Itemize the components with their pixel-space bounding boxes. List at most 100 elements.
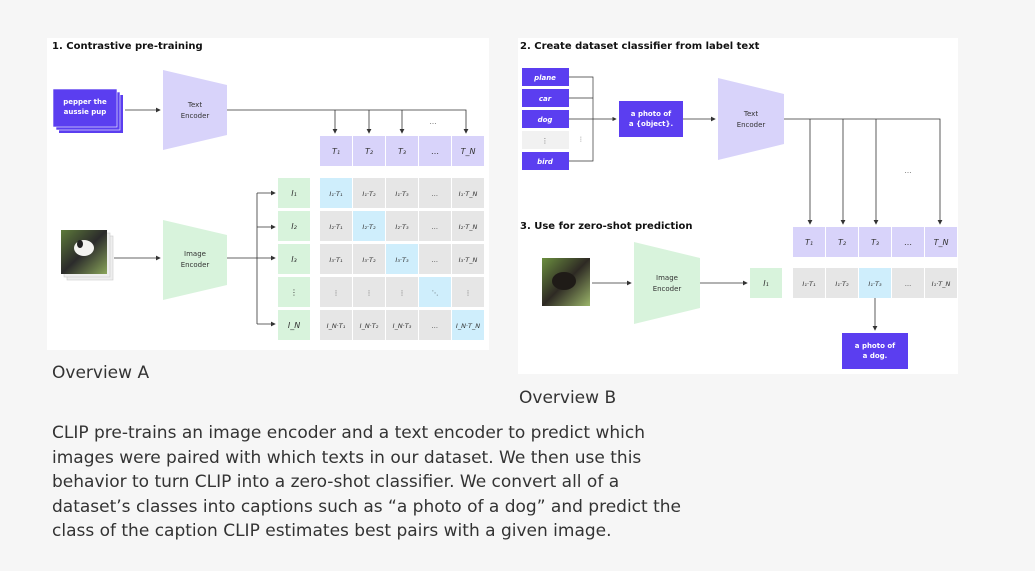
matrix-cell — [320, 310, 352, 340]
template-line1: a photo of — [631, 110, 672, 118]
t-label-b: … — [904, 238, 912, 247]
arrow-t-n — [227, 109, 469, 134]
caption-overview-b: Overview B — [519, 388, 617, 408]
matrix-cell — [419, 244, 451, 274]
text-encoder-b-line1: Text — [743, 110, 758, 118]
image-encoder-shape — [163, 220, 227, 300]
t-cell-b — [859, 227, 891, 257]
image-encoder-line1: Image — [184, 250, 206, 258]
t-cell-b — [925, 227, 957, 257]
matrix-cell-diagonal — [386, 244, 418, 274]
matrix-cell — [320, 277, 352, 307]
matrix-cell — [386, 310, 418, 340]
matrix-cell — [353, 310, 385, 340]
i1-label-b: I₁ — [763, 279, 769, 288]
matrix-cell — [386, 277, 418, 307]
t-label: T₁ — [332, 147, 340, 156]
t-cell — [419, 136, 451, 166]
dog-face — [74, 240, 94, 256]
matrix-cell-text: I_N·T₃ — [393, 322, 412, 330]
matrix-cell — [419, 178, 451, 208]
row-text-b: I₁·T₁ — [802, 280, 816, 288]
row-text-b: I₁·T₂ — [835, 280, 849, 288]
label-text: car — [539, 95, 552, 103]
class-label-list: plane car dog ⋮ bird — [522, 68, 569, 170]
matrix-cell — [452, 277, 484, 307]
i-cell — [278, 244, 310, 274]
text-encoder-shape — [163, 70, 227, 150]
result-box — [842, 333, 908, 369]
dog-silhouette — [552, 272, 576, 290]
similarity-row-b: I₁·T₁ I₁·T₂ I₁·T₃ … I₁·T_N — [793, 268, 957, 298]
text-encoder-shape-b — [718, 78, 784, 160]
label-ellipsis — [522, 131, 569, 149]
matrix-cell-text: I₂·T₂ — [362, 223, 376, 231]
matrix-cell-text: I₂·T₃ — [395, 223, 409, 231]
i-label: I₁ — [291, 189, 297, 198]
text-encoder-line1: Text — [187, 101, 202, 109]
i-label: I₂ — [291, 222, 297, 231]
matrix-cell-text: ⋱ — [432, 289, 439, 297]
row-cell-b — [925, 268, 957, 298]
t-label: … — [431, 147, 439, 156]
label-text: dog — [538, 116, 553, 124]
matrix-cell-diagonal — [353, 211, 385, 241]
t-cell-b — [892, 227, 924, 257]
matrix-cell — [419, 310, 451, 340]
matrix-cell — [419, 211, 451, 241]
matrix-cell-text: I₁·T₃ — [395, 190, 409, 198]
matrix-cell-text: ⋮ — [465, 289, 472, 297]
label-plane — [522, 68, 569, 86]
matrix-cell-text: I₁·T₁ — [329, 190, 343, 198]
matrix-cell — [452, 211, 484, 241]
row-cell-b — [793, 268, 825, 298]
t-cell — [452, 136, 484, 166]
text-input-line1: pepper the — [63, 98, 107, 106]
t-header-row: T₁ T₂ T₃ … T_N — [320, 136, 484, 166]
matrix-cell-text: I₃·T₃ — [395, 256, 409, 264]
matrix-cell-text: … — [432, 322, 439, 330]
t-label-b: T₃ — [871, 238, 879, 247]
label-car — [522, 89, 569, 107]
matrix-cell-diagonal — [419, 277, 451, 307]
i-cell — [278, 211, 310, 241]
matrix-cell-text: … — [432, 223, 439, 231]
matrix-cell-text: … — [432, 190, 439, 198]
matrix-cell — [320, 244, 352, 274]
i-column: I₁ I₂ I₃ ⋮ I_N — [278, 178, 310, 340]
label-text: plane — [533, 74, 556, 82]
diagram-b: 2. Create dataset classifier from label … — [520, 41, 957, 369]
t-cell — [386, 136, 418, 166]
matrix-cell — [452, 178, 484, 208]
panel-b-title: 2. Create dataset classifier from label … — [520, 41, 760, 52]
label-dog — [522, 110, 569, 128]
panel-a-title: 1. Contrastive pre-training — [52, 41, 203, 52]
t-label: T₂ — [365, 147, 374, 156]
t-label: T₃ — [398, 147, 406, 156]
i-cell — [278, 310, 310, 340]
image-encoder-b-line1: Image — [656, 274, 678, 282]
row-text-b: I₁·T_N — [932, 280, 951, 288]
template-line2: a {object}. — [629, 120, 673, 128]
t-cell-b — [826, 227, 858, 257]
matrix-cell-text: I_N·T₂ — [360, 322, 379, 330]
matrix-cell — [386, 211, 418, 241]
t-row-b: T₁ T₂ T₃ … T_N — [793, 227, 957, 257]
matrix-cell — [452, 244, 484, 274]
i-label: ⋮ — [290, 288, 298, 297]
caption-overview-a: Overview A — [52, 363, 150, 383]
matrix-cell-text: I_N·T₁ — [327, 322, 346, 330]
i-label: I₃ — [291, 255, 297, 264]
image-encoder-b-line2: Encoder — [653, 285, 682, 293]
t-label: T_N — [461, 147, 476, 156]
description-text: CLIP pre-trains an image encoder and a t… — [52, 423, 681, 541]
row-cell-b — [892, 268, 924, 298]
matrix-cell-text: I₁·T₂ — [362, 190, 376, 198]
matrix-cell-text: I₂·T₁ — [329, 223, 343, 231]
matrix-cell-text: I_N·T_N — [456, 322, 480, 330]
row-cell-b — [826, 268, 858, 298]
row-text-b: I₁·T₃ — [868, 280, 882, 288]
result-line1: a photo of — [855, 342, 896, 350]
matrix-cell — [353, 244, 385, 274]
